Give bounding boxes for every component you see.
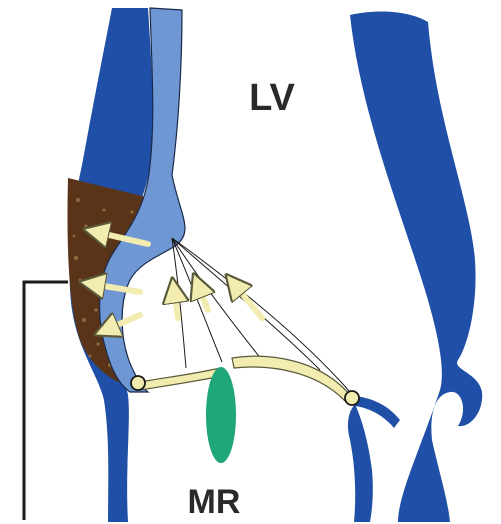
anterior-leaflet bbox=[232, 356, 350, 402]
leader-line bbox=[24, 282, 68, 520]
arrow-up-icon bbox=[234, 284, 262, 318]
right-lv-wall bbox=[350, 11, 482, 522]
annulus-right-lower bbox=[348, 404, 373, 522]
lv-label: LV bbox=[249, 77, 295, 119]
tethering-arrows-chordae bbox=[174, 284, 262, 318]
regurgitant-jet bbox=[206, 367, 236, 463]
arrow-up-icon bbox=[174, 290, 178, 318]
right-hinge-icon bbox=[345, 391, 359, 405]
mr-label: MR bbox=[188, 483, 241, 521]
left-hinge-icon bbox=[131, 376, 145, 390]
